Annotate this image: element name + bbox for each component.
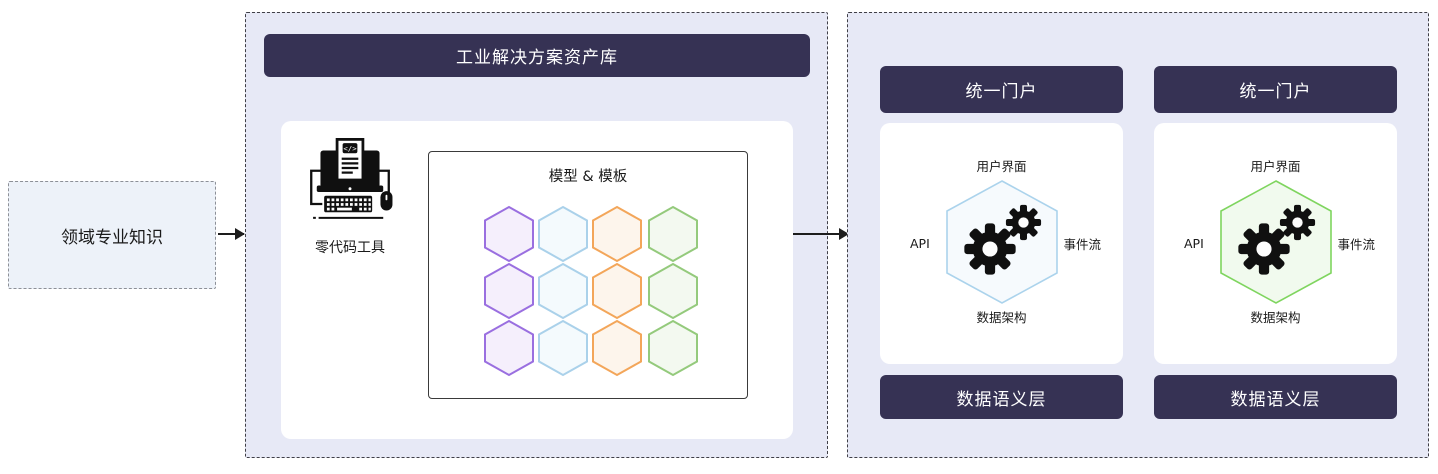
model-hexagon-blue	[538, 205, 588, 263]
portal-2-header: 统一门户	[1154, 66, 1397, 113]
model-hexagon-purple	[484, 205, 534, 263]
models-hex-grid	[484, 205, 698, 377]
portal-2-label-events: 事件流	[1337, 236, 1375, 252]
domain-knowledge-box: 领域专业知识	[8, 181, 216, 289]
asset-library-title: 工业解决方案资产库	[456, 48, 618, 68]
model-hexagon-green	[648, 319, 698, 377]
portal-1-hexagon-gears-icon	[945, 179, 1058, 304]
portal-1-header: 统一门户	[880, 66, 1123, 113]
portal-2-footer-label: 数据语义层	[1230, 389, 1321, 410]
no-code-workstation-icon: </>	[310, 138, 393, 219]
portal-2-label-ui: 用户界面	[1250, 159, 1301, 174]
svg-text:</>: </>	[343, 144, 357, 153]
portal-2-footer: 数据语义层	[1154, 375, 1397, 419]
model-hexagon-green	[648, 262, 698, 320]
model-hexagon-orange	[592, 262, 642, 320]
portal-1-label-data-arch: 数据架构	[976, 310, 1027, 325]
model-hexagon-purple	[484, 319, 534, 377]
model-hexagon-green	[648, 205, 698, 263]
model-hexagon-purple	[484, 262, 534, 320]
portals-container: 统一门户 用户界面 API 事件流 数据架构 数据语义层 统一门户 用户界面 A	[847, 12, 1429, 458]
model-hexagon-orange	[592, 205, 642, 263]
asset-library-card: </> 零代码工具 模型 & 模板	[281, 121, 793, 439]
model-hexagon-orange	[592, 319, 642, 377]
portal-1-label-api: API	[910, 235, 930, 251]
model-hexagon-blue	[538, 319, 588, 377]
portal-1-header-label: 统一门户	[965, 82, 1038, 102]
portal-2-card: 用户界面 API 事件流 数据架构	[1154, 123, 1397, 364]
domain-knowledge-label: 领域专业知识	[61, 227, 163, 248]
portal-2-label-api: API	[1184, 235, 1204, 251]
portal-column-1: 统一门户 用户界面 API 事件流 数据架构 数据语义层	[880, 66, 1123, 419]
portal-column-2: 统一门户 用户界面 API 事件流 数据架构 数据语义层	[1154, 66, 1397, 419]
no-code-tool-block: </> 零代码工具	[289, 137, 411, 257]
portal-1-label-ui: 用户界面	[976, 159, 1027, 174]
portal-1-card: 用户界面 API 事件流 数据架构	[880, 123, 1123, 364]
no-code-tool-label: 零代码工具	[315, 240, 385, 256]
portal-1-label-events: 事件流	[1063, 236, 1101, 252]
model-hexagon-blue	[538, 262, 588, 320]
portal-2-header-label: 统一门户	[1239, 82, 1312, 102]
models-templates-box: 模型 & 模板	[428, 151, 748, 399]
portal-2-label-data-arch: 数据架构	[1250, 310, 1301, 325]
asset-library-header: 工业解决方案资产库	[264, 34, 810, 77]
arrow-library-to-portals	[793, 228, 849, 240]
portal-2-hexagon-gears-icon	[1219, 179, 1332, 304]
portal-1-footer-label: 数据语义层	[956, 389, 1047, 410]
arrow-domain-to-library	[218, 228, 245, 240]
portal-1-footer: 数据语义层	[880, 375, 1123, 419]
models-templates-title: 模型 & 模板	[548, 169, 628, 185]
asset-library-container: 工业解决方案资产库 </>	[245, 12, 828, 458]
